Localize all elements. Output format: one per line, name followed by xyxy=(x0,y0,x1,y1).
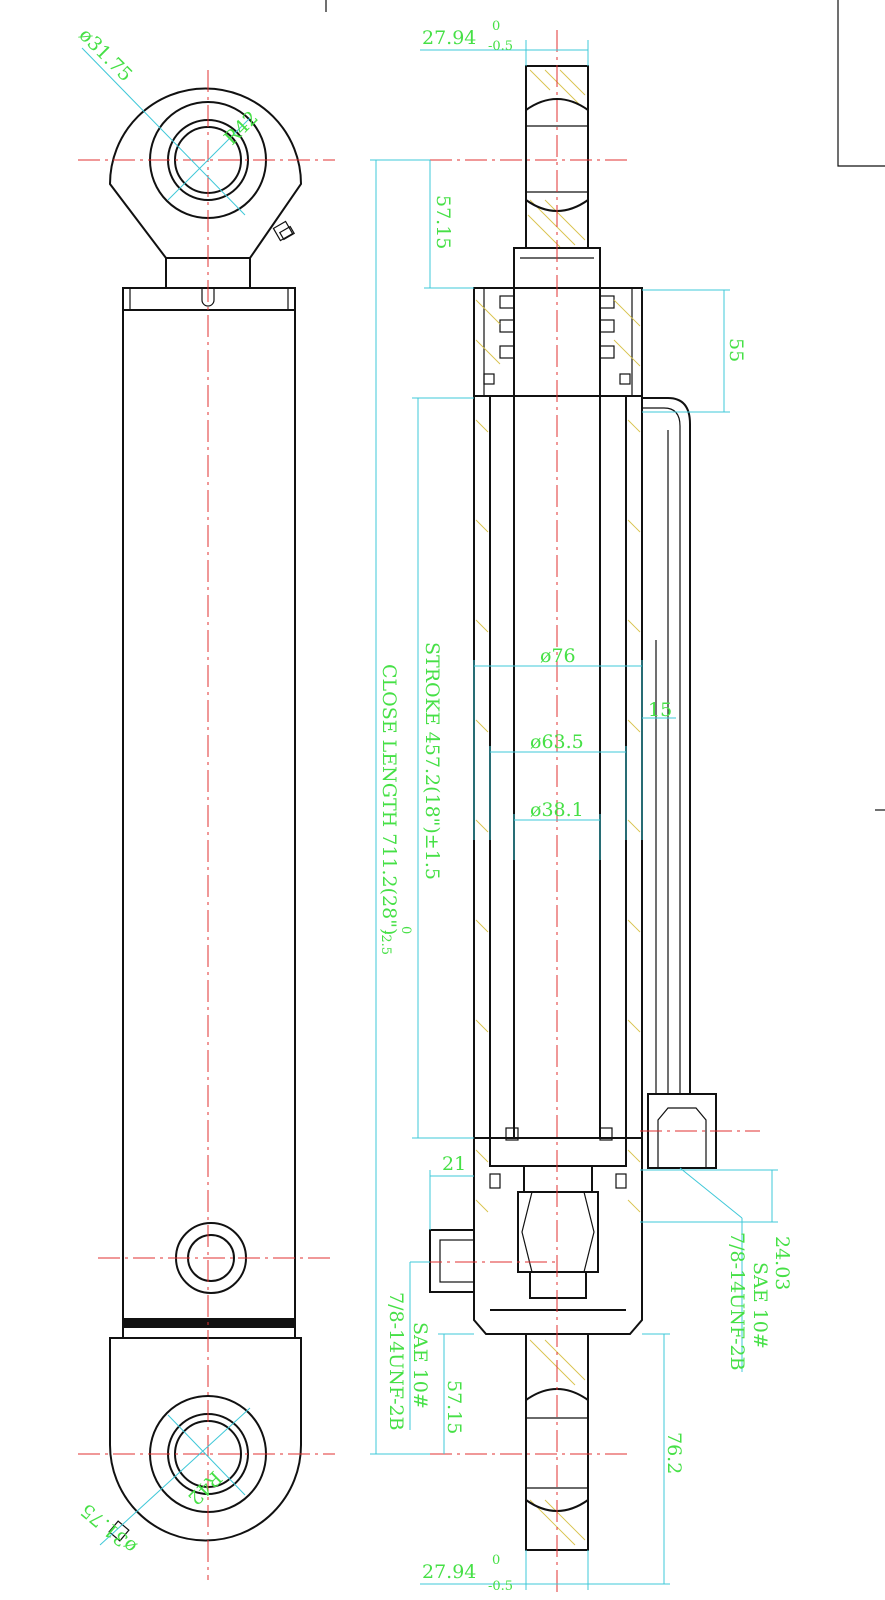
tube-inner-diameter-label: ø63.5 xyxy=(530,731,584,753)
tube-wall-label: 15 xyxy=(648,699,672,721)
end-cap xyxy=(473,1138,643,1335)
top-radius-label: R42 xyxy=(220,107,263,150)
piston-nut xyxy=(517,1191,599,1273)
bottom-pin-width-value: 27.94 xyxy=(422,1561,476,1583)
left-centerlines xyxy=(78,70,335,1580)
upper-port-spec-2: 7/8-14UNF-2B xyxy=(726,1232,748,1371)
section-dimension-lines xyxy=(370,40,778,1590)
gland-length-label: 55 xyxy=(725,338,747,362)
close-length-tol-upper: 0 xyxy=(398,926,413,934)
bottom-pin-width-tol-lower: -0.5 xyxy=(488,1579,513,1594)
close-length-label: CLOSE LENGTH 711.2(28") xyxy=(378,664,400,935)
grease-nipple-top xyxy=(272,220,296,242)
bottom-pin-diameter-label: ø31.75 xyxy=(77,1499,142,1558)
piston xyxy=(489,1137,627,1167)
bore-diameter-label: ø76 xyxy=(540,645,576,667)
upper-port-offset-label: 24.03 xyxy=(771,1236,793,1290)
upper-port-spec-1: SAE 10# xyxy=(749,1262,771,1349)
left-dimension-lines xyxy=(81,47,251,1546)
lower-port-spec-2: 7/8-14UNF-2B xyxy=(385,1292,407,1431)
end-cap-band xyxy=(123,1318,295,1328)
lower-port-spec-1: SAE 10# xyxy=(409,1322,431,1409)
close-length-dimension: CLOSE LENGTH 711.2(28") 0 -2.5 xyxy=(378,664,413,955)
bottom-eye-outline xyxy=(109,1337,302,1542)
bottom-pin-width-tol-upper: 0 xyxy=(492,1553,500,1568)
bottom-radius-label: R42 xyxy=(183,1466,226,1509)
tube-wall-right xyxy=(625,395,643,1139)
port-offset-label: 21 xyxy=(442,1153,466,1175)
gland-head xyxy=(473,287,643,397)
bottom-eye-offset-label: 57.15 xyxy=(443,1380,465,1434)
tube-wall-left xyxy=(473,395,491,1139)
gland-seals-left xyxy=(483,295,515,385)
top-pin-diameter-label: ø31.75 xyxy=(74,24,136,86)
rod-diameter-label: ø38.1 xyxy=(530,799,584,821)
oil-pipe xyxy=(642,397,691,1094)
grease-nipple-bottom xyxy=(108,1520,130,1542)
top-pin-width-tol-lower: -0.5 xyxy=(488,39,513,54)
stroke-label: STROKE 457.2(18")±1.5 xyxy=(421,642,443,880)
top-eye-outline xyxy=(108,87,303,259)
top-eye-offset-label: 57.15 xyxy=(432,195,454,249)
left-external-view xyxy=(108,87,303,1542)
section-centerlines xyxy=(420,30,760,1595)
gland-seals-right xyxy=(599,295,631,385)
frame-marks xyxy=(325,0,885,811)
bottom-eye-center-label: 76.2 xyxy=(663,1432,685,1474)
bottom-pin-width-dimension: 27.94 0 -0.5 xyxy=(422,1553,513,1594)
top-pin-width-value: 27.94 xyxy=(422,27,476,49)
top-pin-width-tol-upper: 0 xyxy=(492,19,500,34)
top-pin-width-dimension: 27.94 0 -0.5 xyxy=(422,19,513,54)
lower-port-fitting xyxy=(429,1229,475,1293)
cylinder-tube xyxy=(122,309,296,1339)
close-length-tol-lower: -2.5 xyxy=(378,930,393,955)
